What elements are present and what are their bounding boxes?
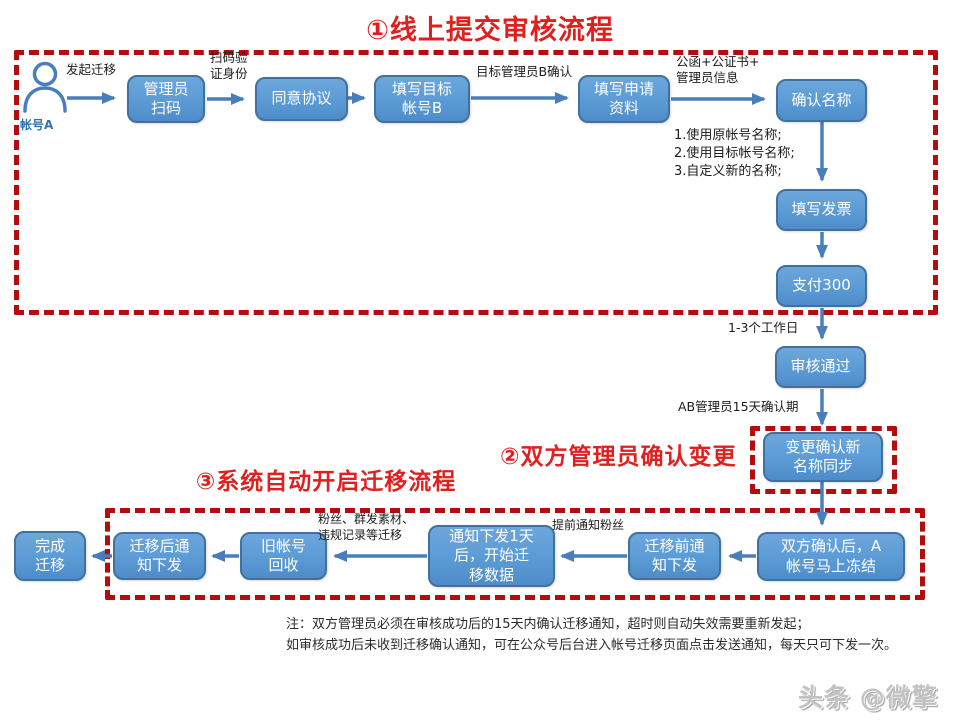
label-workdays: 1-3个工作日	[728, 320, 799, 335]
node-post-notice[interactable]: 迁移后通 知下发	[113, 532, 206, 580]
footnote: 注：双方管理员必须在审核成功后的15天内确认迁移通知，超时则自动失效需要重新发起…	[286, 617, 898, 653]
node-fill-apply[interactable]: 填写申请 资料	[578, 75, 670, 123]
label-docs: 公函+公证书+ 管理员信息	[676, 54, 760, 86]
section2-title: ②双方管理员确认变更	[500, 444, 737, 470]
node-done[interactable]: 完成 迁移	[14, 531, 86, 581]
account-a-user-icon	[23, 61, 67, 113]
node-admin-scan[interactable]: 管理员 扫码	[127, 75, 205, 123]
label-initiate: 发起迁移	[66, 62, 117, 77]
node-review-pass[interactable]: 审核通过	[775, 346, 866, 388]
node-recycle[interactable]: 旧帐号 回收	[240, 532, 327, 580]
section1-dashed-border	[14, 50, 938, 315]
node-pre-notice[interactable]: 迁移前通 知下发	[628, 532, 721, 580]
node-fill-target[interactable]: 填写目标 帐号B	[374, 75, 470, 123]
section1-title: ①线上提交审核流程	[366, 15, 614, 46]
node-pay-300[interactable]: 支付300	[776, 265, 867, 307]
watermark: 头条 @微擎	[798, 683, 938, 712]
label-target-confirm: 目标管理员B确认	[476, 64, 573, 79]
node-start-migrate[interactable]: 通知下发1天 后，开始迁 移数据	[428, 525, 555, 587]
label-migrate-items: 粉丝、群发素材、 违规记录等迁移	[318, 512, 415, 542]
label-name-options: 1.使用原帐号名称; 2.使用目标帐号名称; 3.自定义新的名称;	[674, 128, 795, 180]
node-fill-invoice[interactable]: 填写发票	[776, 189, 867, 231]
account-a-label: 帐号A	[20, 118, 54, 132]
node-confirm-name[interactable]: 确认名称	[776, 79, 867, 122]
label-confirm-period: AB管理员15天确认期	[678, 399, 799, 414]
section3-title: ③系统自动开启迁移流程	[195, 469, 457, 495]
label-scan-verify: 扫码验 证身份	[210, 50, 248, 82]
node-freeze[interactable]: 双方确认后，A 帐号马上冻结	[757, 532, 905, 581]
section3-dashed-border	[105, 508, 925, 600]
label-notify-fans: 提前通知粉丝	[552, 518, 625, 532]
node-change-confirm[interactable]: 变更确认新 名称同步	[763, 432, 883, 482]
node-agree[interactable]: 同意协议	[255, 77, 348, 121]
